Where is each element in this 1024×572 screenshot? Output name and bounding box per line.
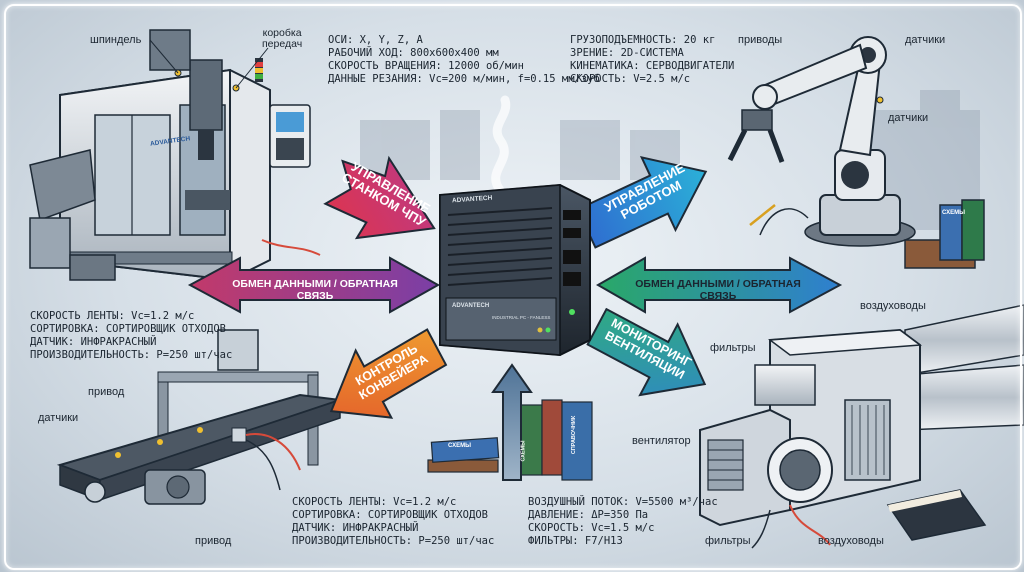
ventilation-unit — [699, 304, 1024, 549]
center-spec-line: ПРОИЗВОДИТЕЛЬНОСТЬ: P=250 шт/час — [292, 535, 495, 547]
center-spec-line: СОРТИРОВКА: СОРТИРОВЩИК ОТХОДОВ — [292, 509, 488, 521]
robot-label-sensors-top: датчики — [905, 34, 946, 46]
cnc-label-gearbox-line2: передач — [262, 38, 303, 50]
robot-spec-line: ЗРЕНИЕ: 2D-СИСТЕМА — [570, 47, 684, 59]
cnc-spec-line: СКОРОСТЬ ВРАЩЕНИЯ: 12000 об/мин — [328, 60, 524, 72]
ventilation-spec-line: СКОРОСТЬ: Vc=1.5 м/с — [528, 522, 655, 534]
cnc-spec-line: ДАННЫЕ РЕЗАНИЯ: Vc=200 м/мин, f=0.15 мм/… — [328, 73, 600, 85]
arrow-robot-control — [576, 155, 708, 249]
center-specs: СКОРОСТЬ ЛЕНТЫ: Vc=1.2 м/с СОРТИРОВКА: С… — [292, 496, 494, 548]
robot-spec-line: ГРУЗОПОДЪЕМНОСТЬ: 20 кг — [570, 34, 716, 46]
robot-arm — [727, 36, 985, 269]
arrow-exchange-left-text: ОБМЕН ДАННЫМИ / ОБРАТНАЯ СВЯЗЬ — [232, 278, 398, 302]
ventilation-manual — [886, 489, 987, 541]
steam — [491, 95, 511, 195]
ventilation-specs: ВОЗДУШНЫЙ ПОТОК: V=5500 м³/час ДАВЛЕНИЕ:… — [528, 496, 718, 548]
robot-spec-line: СКОРОСТЬ: V=2.5 м/с — [570, 73, 691, 85]
conveyor — [56, 329, 341, 505]
center-spec-line: ДАТЧИК: ИНФРАКРАСНЫЙ — [292, 522, 419, 534]
arrow-up-center — [491, 363, 533, 481]
cnc-spec-line: РАБОЧИЙ ХОД: 800x600x400 мм — [328, 47, 499, 59]
robot-spec-line: КИНЕМАТИКА: СЕРВОДВИГАТЕЛИ — [570, 60, 735, 72]
ventilation-spec-line: ФИЛЬТРЫ: F7/H13 — [528, 535, 623, 547]
arrow-exchange-right — [595, 256, 843, 314]
center-spec-line: СКОРОСТЬ ЛЕНТЫ: Vc=1.2 м/с — [292, 496, 457, 508]
arrow-conveyor-control — [329, 328, 448, 419]
robot-specs: ГРУЗОПОДЪЕМНОСТЬ: 20 кг ЗРЕНИЕ: 2D-СИСТЕ… — [570, 34, 734, 86]
arrow-cnc-control — [323, 155, 436, 240]
conveyor-specs: СКОРОСТЬ ЛЕНТЫ: Vc=1.2 м/с СОРТИРОВКА: С… — [30, 310, 232, 362]
vent-label-filters-bottom: фильтры — [705, 535, 751, 547]
arrow-exchange-right-text: ОБМЕН ДАННЫМИ / ОБРАТНАЯ СВЯЗЬ — [635, 278, 801, 302]
vent-label-filters-top: фильтры — [710, 342, 756, 354]
vent-label-fan: вентилятор — [632, 435, 691, 447]
conveyor-label-sensors: датчики — [38, 412, 79, 424]
center-book-1: СХЕМЫ — [448, 443, 471, 449]
industrial-pc — [439, 183, 591, 357]
arrow-exchange-left — [187, 256, 441, 314]
center-book-2: СХЕМЫ — [520, 440, 527, 462]
robot-books — [904, 199, 985, 269]
robot-book-label: СХЕМЫ — [942, 210, 965, 216]
robot-label-sensors-mid: датчики — [888, 112, 929, 124]
cnc-machine — [29, 29, 321, 282]
conveyor-spec-line: ПРОИЗВОДИТЕЛЬНОСТЬ: P=250 шт/час — [30, 349, 233, 361]
ventilation-spec-line: ДАВЛЕНИЕ: ΔP=350 Па — [528, 509, 649, 521]
conveyor-spec-line: СКОРОСТЬ ЛЕНТЫ: Vc=1.2 м/с — [30, 310, 195, 322]
center-book-3: СПРАВОЧНИК — [571, 415, 578, 455]
ventilation-spec-line: ВОЗДУШНЫЙ ПОТОК: V=5500 м³/час — [528, 496, 718, 508]
conveyor-label-drive-bottom: привод — [195, 535, 232, 547]
cnc-label-spindle: шпиндель — [90, 34, 142, 46]
cnc-label-gearbox: коробка передач — [262, 28, 302, 50]
pc-brand-front: ADVANTECH — [452, 303, 490, 309]
arrow-vent-monitor — [586, 307, 707, 397]
center-books — [427, 399, 593, 481]
conveyor-label-drive: привод — [88, 386, 125, 398]
conveyor-spec-line: ДАТЧИК: ИНФРАКРАСНЫЙ — [30, 336, 157, 348]
vent-label-ducts-bottom: воздуховоды — [818, 535, 884, 547]
robot-label-drives: приводы — [738, 34, 783, 46]
cnc-label-gearbox-line1: коробка — [262, 27, 302, 39]
vent-label-ducts-top: воздуховоды — [860, 300, 926, 312]
cnc-specs: ОСИ: X, Y, Z, A РАБОЧИЙ ХОД: 800x600x400… — [328, 34, 600, 86]
cnc-spec-line: ОСИ: X, Y, Z, A — [328, 34, 423, 46]
pc-model: INDUSTRIAL PC - FANLESS — [492, 315, 551, 320]
conveyor-spec-line: СОРТИРОВКА: СОРТИРОВЩИК ОТХОДОВ — [30, 323, 226, 335]
